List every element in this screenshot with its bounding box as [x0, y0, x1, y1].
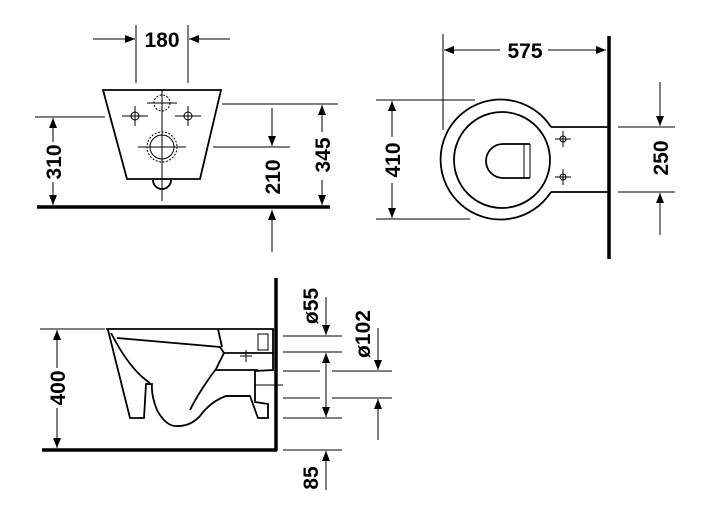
side-rim-height-dimension: 400	[47, 370, 70, 405]
front-drain-height-dimension: 210	[262, 159, 285, 194]
bowl-top-outline	[439, 98, 552, 221]
front-total-height-dimension: 345	[312, 137, 335, 172]
top-length-dimension: 575	[507, 40, 542, 63]
bowl-opening	[485, 143, 530, 179]
top-mount-spacing-dimension: 250	[650, 140, 673, 175]
front-width-dimension: 180	[144, 29, 179, 52]
bowl-front-outline	[101, 89, 223, 180]
bowl-inner-trap	[116, 337, 226, 411]
front-left-height-dimension: 310	[43, 144, 66, 179]
front-view: 180 310 345 210	[35, 25, 338, 252]
top-width-dimension: 410	[382, 142, 405, 177]
side-outlet-diameter-dimension: ø102	[352, 310, 375, 358]
side-inlet-diameter-dimension: ø55	[300, 288, 323, 325]
side-inlet-offset-dimension: 85	[300, 466, 323, 490]
side-view: 400 ø55 ø102 85	[40, 278, 392, 490]
bowl-inner-rim	[453, 111, 551, 209]
top-view: 575 410 250	[376, 34, 675, 259]
